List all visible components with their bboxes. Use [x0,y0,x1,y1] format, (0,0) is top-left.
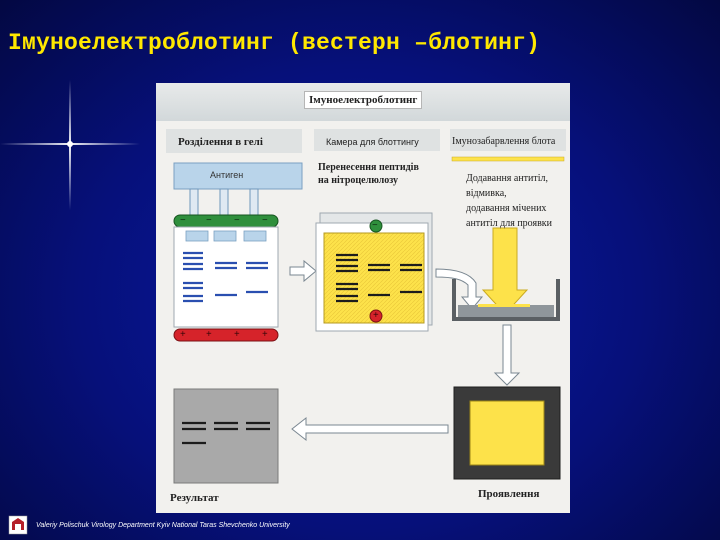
gel-bands [183,251,268,303]
positive-electrode [173,328,279,342]
chamber-positive-pole [369,309,383,323]
immuno-step-3: додавання мічених [466,203,547,214]
sparkle-decoration [0,80,140,210]
gel-section-label: Розділення в гелі [178,136,263,148]
minus-sign: − [206,215,212,226]
chamber-tab [314,129,440,151]
arrow-to-tray [435,268,484,310]
plus-sign: + [206,329,212,340]
diagram-graphics [166,129,566,484]
footer-credit: Valeriy Polischuk Virology Department Ky… [36,522,290,529]
minus-sign: − [180,215,186,226]
immuno-section-label: Імунозабарвлення блота [452,136,556,147]
result-bands [182,421,270,445]
result-film [173,388,279,484]
plus-sign: + [180,329,186,340]
antigen-box [173,162,303,190]
plus-sign: + [262,329,268,340]
chamber-plus-sign: + [373,310,379,321]
staining-tray [452,279,560,321]
chamber-minus-sign: − [372,220,378,231]
result-label: Результат [170,492,219,504]
development-label: Проявлення [478,488,540,500]
antigen-label: Антиген [210,170,244,180]
minus-sign: − [262,215,268,226]
slide-title: Імуноелектроблотинг (вестерн –блотинг) [8,30,541,56]
immuno-step-1: Додавання антитіл, [466,173,549,184]
antibody-arrow [481,227,529,315]
nitrocellulose-membrane [323,232,425,324]
diagram-header: Імуноелектроблотинг [304,91,423,109]
immuno-step-2: відмивка, [466,188,507,199]
immuno-tab [450,129,566,151]
chamber-negative-pole [369,219,383,233]
university-logo-icon [8,515,28,535]
transfer-label-1: Перенесення пептидів [318,162,419,173]
immuno-step-4: антитіл для проявки [466,218,553,229]
gel-tab [166,129,302,153]
transfer-label-2: на нітроцелюлозу [318,175,399,186]
gel [173,226,279,328]
arrow-to-development [493,324,521,386]
western-blot-diagram: Імуноелектроблотинг [156,83,570,513]
minus-sign: − [234,215,240,226]
chamber-label: Камера для блоттингу [326,137,419,147]
membrane-bands [336,253,422,303]
plus-sign: + [234,329,240,340]
membrane-strip [451,156,565,162]
arrow-to-result [291,416,449,442]
arrow-to-chamber [289,259,317,283]
developed-membrane [469,400,545,466]
